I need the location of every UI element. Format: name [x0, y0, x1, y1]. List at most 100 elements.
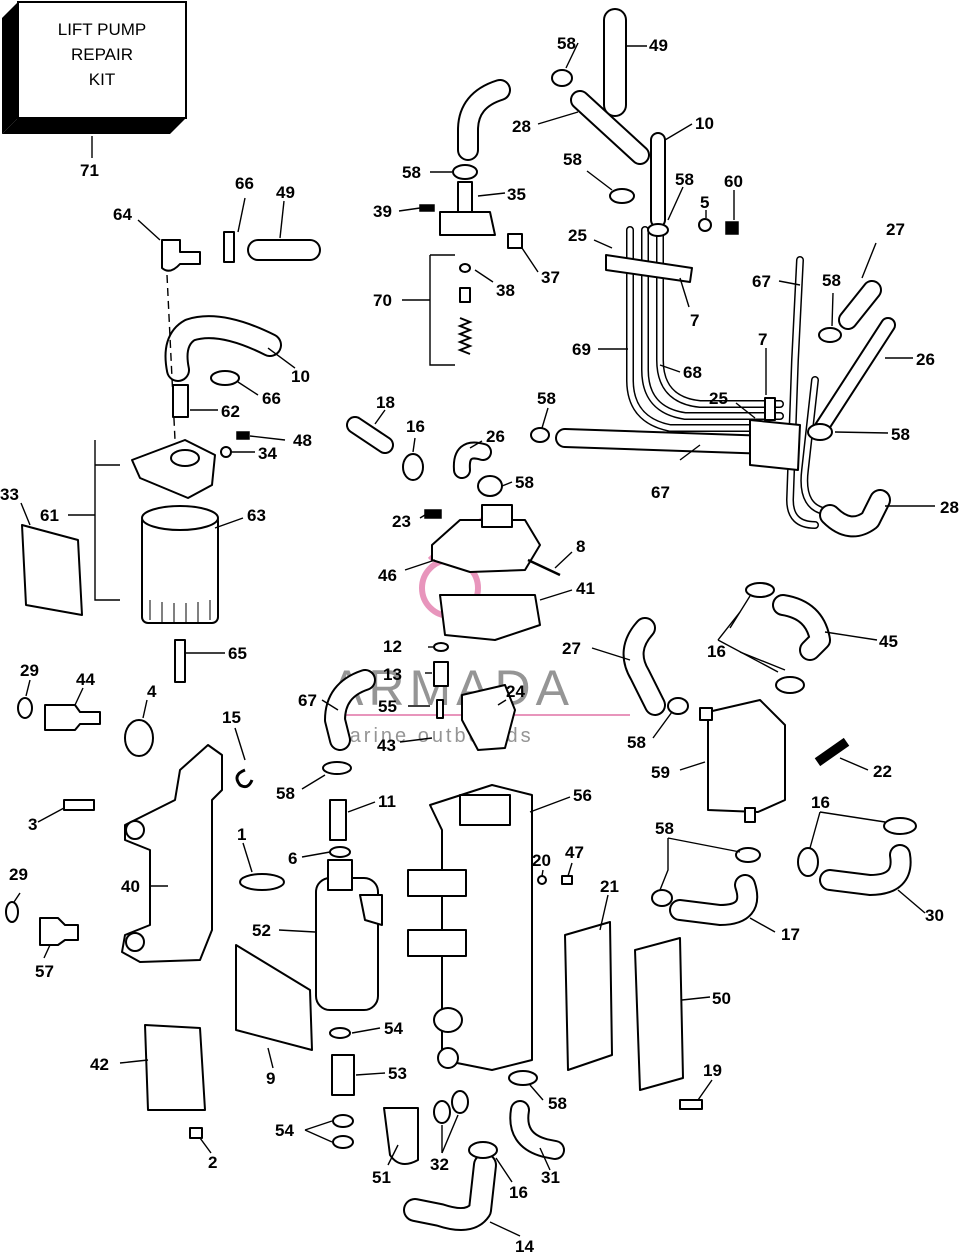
callout: 49 — [276, 183, 295, 202]
callout: 56 — [573, 786, 592, 805]
callout: 67 — [651, 483, 670, 502]
callout: 66 — [235, 174, 254, 193]
callout: 58 — [276, 784, 295, 803]
callout: 41 — [576, 579, 595, 598]
callout: 57 — [35, 962, 54, 981]
parts — [5, 69, 917, 1165]
callout: 12 — [383, 637, 402, 656]
callout: 25 — [709, 389, 728, 408]
callout: 58 — [891, 425, 910, 444]
callout: 58 — [563, 150, 582, 169]
callout: 59 — [651, 763, 670, 782]
callout: 7 — [690, 311, 699, 330]
kit-title-line3: KIT — [89, 70, 115, 89]
callout: 53 — [388, 1064, 407, 1083]
callout: 58 — [627, 733, 646, 752]
callout: 69 — [572, 340, 591, 359]
callout: 43 — [377, 736, 396, 755]
callout: 46 — [378, 566, 397, 585]
kit-part-number: 71 — [80, 161, 99, 180]
callout: 16 — [509, 1183, 528, 1202]
callout: 66 — [262, 389, 281, 408]
callout: 30 — [925, 906, 944, 925]
hoses — [164, 8, 912, 1231]
callout: 10 — [291, 367, 310, 386]
callout: 44 — [76, 670, 95, 689]
leader-lines — [13, 42, 935, 1237]
callout: 16 — [707, 642, 726, 661]
callout: 3 — [28, 815, 37, 834]
callout: 29 — [20, 661, 39, 680]
callout: 2 — [208, 1153, 217, 1172]
callout: 22 — [873, 762, 892, 781]
callout: 34 — [258, 444, 277, 463]
callout: 6 — [288, 849, 297, 868]
callout: 18 — [376, 393, 395, 412]
callout: 58 — [655, 819, 674, 838]
callout: 67 — [298, 691, 317, 710]
callout: 67 — [752, 272, 771, 291]
callout: 45 — [879, 632, 898, 651]
callout: 16 — [406, 417, 425, 436]
callout: 58 — [537, 389, 556, 408]
callout: 68 — [683, 363, 702, 382]
callout: 9 — [266, 1069, 275, 1088]
callout: 58 — [557, 34, 576, 53]
callout: 15 — [222, 708, 241, 727]
callout: 1 — [237, 825, 246, 844]
callout: 19 — [703, 1061, 722, 1080]
callout: 64 — [113, 205, 132, 224]
callout: 58 — [402, 163, 421, 182]
callout: 4 — [147, 682, 157, 701]
callout: 17 — [781, 925, 800, 944]
kit-title-line1: LIFT PUMP — [58, 20, 146, 39]
callout: 55 — [378, 697, 397, 716]
callout: 8 — [576, 537, 585, 556]
callout: 62 — [221, 402, 240, 421]
callout: 63 — [247, 506, 266, 525]
callout: 61 — [40, 506, 59, 525]
callout: 49 — [649, 36, 668, 55]
callout: 51 — [372, 1168, 391, 1187]
callout: 21 — [600, 877, 619, 896]
callout: 16 — [811, 793, 830, 812]
callout: 10 — [695, 114, 714, 133]
callout-numbers: 58 49 28 10 58 35 58 58 60 5 39 25 27 37… — [0, 34, 959, 1255]
callout: 65 — [228, 644, 247, 663]
callout: 25 — [568, 226, 587, 245]
callout: 13 — [383, 665, 402, 684]
callout: 54 — [384, 1019, 403, 1038]
callout: 52 — [252, 921, 271, 940]
callout: 28 — [512, 117, 531, 136]
callout: 39 — [373, 202, 392, 221]
lift-pump-repair-kit-box: LIFT PUMP REPAIR KIT 71 — [2, 1, 187, 180]
callout: 27 — [886, 220, 905, 239]
callout: 11 — [378, 792, 396, 811]
callout: 47 — [565, 843, 584, 862]
callout: 42 — [90, 1055, 109, 1074]
kit-title-line2: REPAIR — [71, 45, 133, 64]
callout: 26 — [916, 350, 935, 369]
callout: 58 — [515, 473, 534, 492]
callout: 14 — [515, 1237, 534, 1255]
callout: 32 — [430, 1155, 449, 1174]
callout: 60 — [724, 172, 743, 191]
callout: 54 — [275, 1121, 294, 1140]
callout: 20 — [532, 851, 551, 870]
callout: 5 — [700, 193, 709, 212]
callout: 26 — [486, 427, 505, 446]
callout: 70 — [373, 291, 392, 310]
callout: 48 — [293, 431, 312, 450]
callout: 29 — [9, 865, 28, 884]
callout: 27 — [562, 639, 581, 658]
callout: 40 — [121, 877, 140, 896]
callout: 37 — [541, 268, 560, 287]
callout: 28 — [940, 498, 959, 517]
callout: 31 — [541, 1168, 560, 1187]
callout: 58 — [822, 271, 841, 290]
callout: 50 — [712, 989, 731, 1008]
callout: 7 — [758, 330, 767, 349]
callout: 23 — [392, 512, 411, 531]
